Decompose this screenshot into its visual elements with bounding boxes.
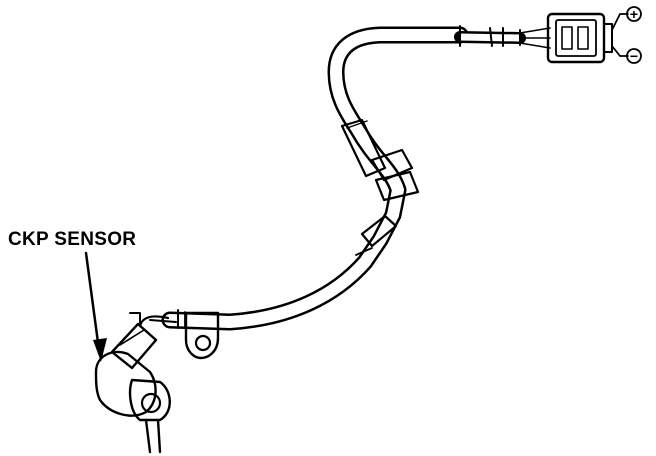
terminal-negative-label: − bbox=[630, 48, 638, 64]
two-pin-connector bbox=[546, 12, 629, 64]
callout-arrow bbox=[84, 251, 107, 362]
terminal-positive-label: + bbox=[630, 6, 638, 22]
terminal-negative: − bbox=[626, 48, 642, 64]
terminal-positive: + bbox=[626, 6, 642, 22]
wire-harness bbox=[161, 25, 551, 331]
harness-clamp-upper bbox=[340, 118, 414, 182]
callout-label: CKP SENSOR bbox=[8, 229, 136, 250]
ckp-sensor bbox=[94, 315, 171, 454]
harness-clamp-lower bbox=[355, 170, 420, 256]
mounting-bracket bbox=[129, 309, 220, 360]
